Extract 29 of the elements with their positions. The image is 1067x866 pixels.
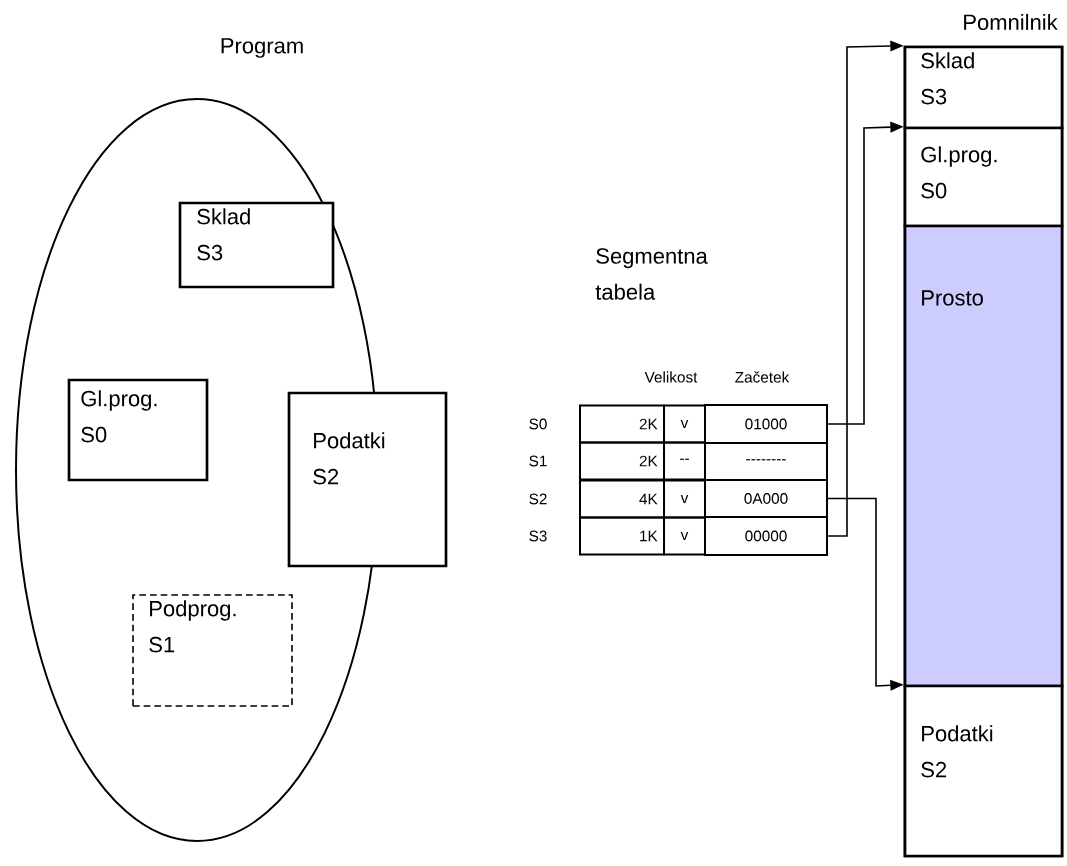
row-label: S0 — [529, 418, 547, 430]
row-label: S3 — [529, 530, 547, 542]
node-label: Pomnilnik — [964, 13, 1058, 31]
table-cell: 1K — [579, 516, 665, 556]
program-segment-box: Podprog. S1 — [132, 594, 293, 707]
table-cell: 01000 — [704, 404, 828, 444]
table-cell: v — [663, 479, 706, 519]
table-cell: 00000 — [704, 516, 828, 556]
table-cell: -------- — [704, 442, 828, 481]
table-cell: v — [663, 404, 706, 444]
memory-segment: Sklad S3 — [903, 45, 1064, 130]
table-cell: 2K — [579, 441, 665, 481]
table-cell: 2K — [579, 404, 665, 444]
row-label: S2 — [529, 493, 547, 505]
column-heading: Velikost — [644, 371, 698, 383]
table-cell: 4K — [579, 479, 665, 519]
node-label: Program — [221, 38, 303, 58]
program-segment-box: Sklad S3 — [178, 201, 335, 289]
program-segment-box: Podatki S2 — [287, 391, 448, 568]
row-label: S1 — [529, 455, 547, 467]
memory-segment: Gl.prog. S0 — [903, 126, 1064, 228]
table-cell: -- — [663, 441, 706, 481]
table-heading: Segmentna tabela — [595, 248, 708, 300]
program-segment-box: Gl.prog. S0 — [67, 378, 209, 482]
table-cell: v — [663, 516, 706, 556]
table-cell: 0A000 — [704, 479, 828, 518]
memory-segment: Prosto — [903, 224, 1064, 688]
memory-segment: Podatki S2 — [903, 684, 1064, 858]
column-heading: Začetek — [735, 371, 790, 383]
